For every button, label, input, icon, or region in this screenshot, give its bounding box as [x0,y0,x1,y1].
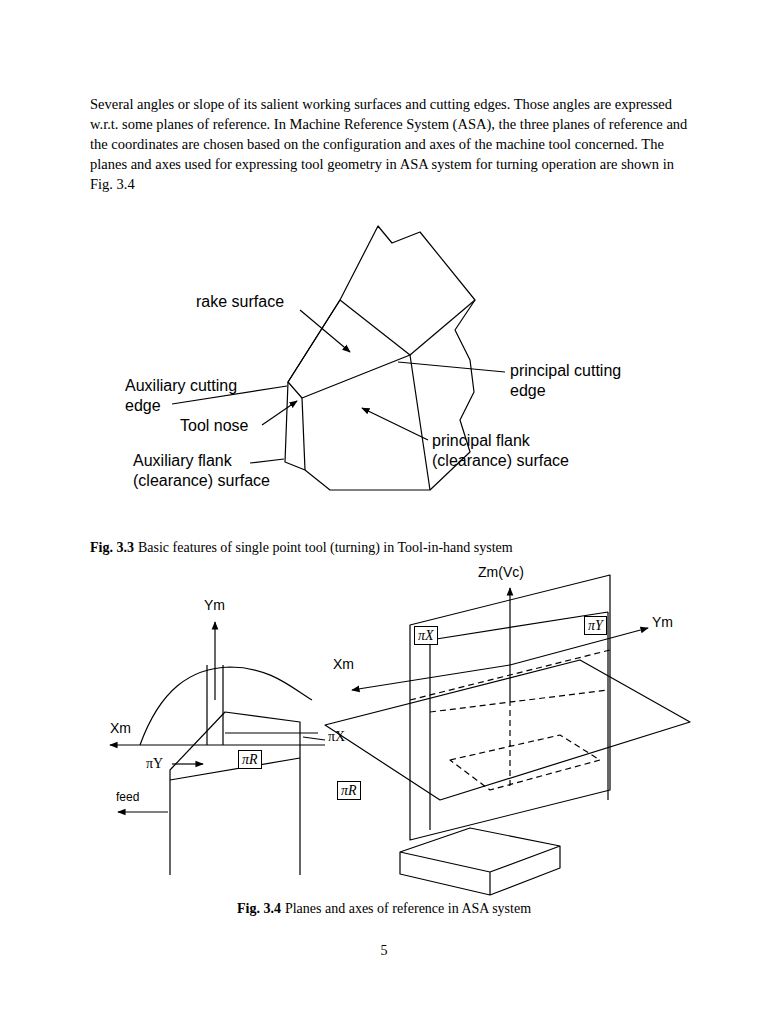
figure-caption: Fig. 3.4 Planes and axes of reference in … [84,900,684,918]
leader-line [303,737,325,740]
leader-line [262,401,297,425]
axis-z [509,588,510,700]
rake-line [170,758,300,780]
tool-outline [170,712,300,875]
rake-face [288,300,410,398]
leader-line [300,310,350,352]
plane-box: πR [238,750,262,769]
part-label: principal cutting edge [510,361,660,401]
part-label: Xm [110,720,150,738]
part-label: Zm(Vc) [478,564,568,582]
leader-line [362,408,428,440]
plane-line [225,732,318,733]
part-label: πX [328,728,358,746]
tool-outline [285,226,475,490]
plane-box: πY [584,616,607,635]
part-label: principal flank (clearance) surface [432,431,592,471]
figure-caption: Fig. 3.3 Basic features of single point t… [90,539,710,557]
part-label: Auxiliary cutting edge [125,376,265,416]
leader-line [172,763,203,764]
workpiece-curve [140,667,312,745]
workpiece-block [400,828,560,895]
part-label: Tool nose [180,416,270,436]
plane-symbol: πR [341,783,357,798]
caption-text: Planes and axes of reference in ASA syst… [285,901,531,916]
body-paragraph: Several angles or slope of its salient w… [90,94,690,194]
figure-number: Fig. 3.3 [90,540,134,555]
axis-y [214,622,215,700]
figure-number: Fig. 3.4 [237,901,281,916]
top-edge [410,300,475,355]
caption-text: Basic features of single point tool (tur… [138,540,513,555]
part-label: Auxiliary flank (clearance) surface [133,451,291,491]
part-label: Ym [204,597,244,615]
feed-arrow [118,811,168,812]
axis-x [352,665,510,690]
hidden-line [410,650,610,790]
plane-box: πX [414,626,438,645]
nose-edge [302,398,305,470]
part-label: 5 [374,942,394,960]
leader-line [398,362,505,372]
plane-symbol: πR [242,752,258,767]
part-label: πY [146,755,176,773]
plane-symbol: πX [418,628,434,643]
part-label: Ym [652,614,692,632]
plane-symbol: πY [588,618,603,633]
axis-x [110,744,325,745]
plane-box: πR [337,781,361,800]
part-label: rake surface [196,292,326,312]
crosshair [207,665,223,745]
part-label: feed [116,790,166,805]
plane-xy [325,660,690,800]
plane-xz [430,612,608,830]
flank-edge [410,355,430,490]
axis-y [510,628,648,665]
leader-line [250,459,284,463]
part-label: Xm [333,656,373,674]
